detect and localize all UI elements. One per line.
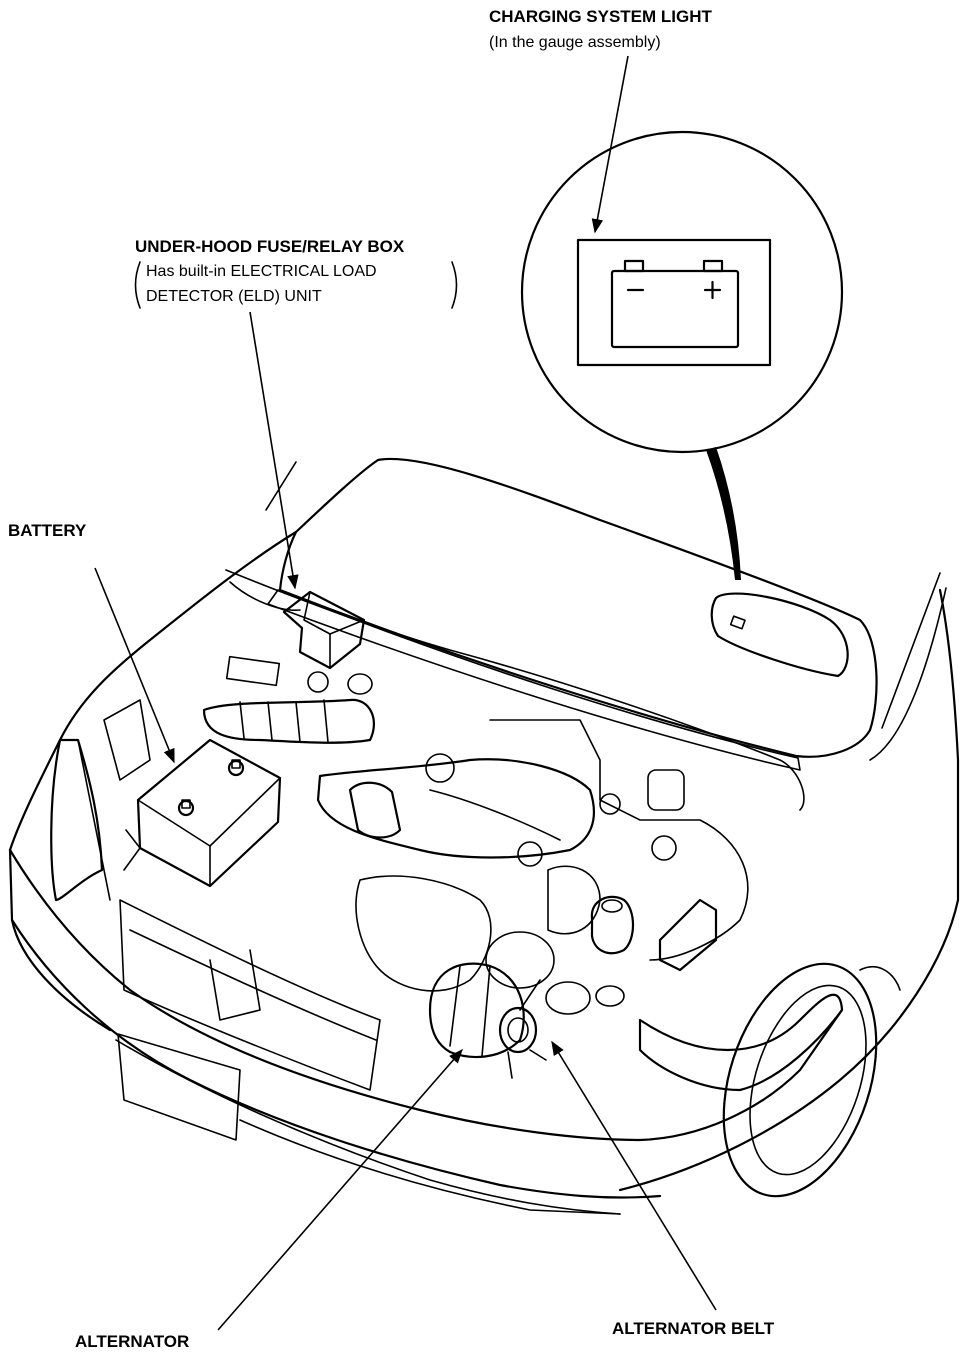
dash-light-recess: [710, 592, 849, 678]
battery-leader: [94, 567, 175, 764]
gauge-callout: [520, 130, 844, 580]
charging-light-leader: [591, 55, 629, 234]
alternator-label: ALTERNATOR: [75, 1332, 189, 1351]
charging-light-title: CHARGING SYSTEM LIGHT: [489, 7, 713, 26]
callout-circle: [520, 130, 844, 454]
fuse-box-note-line1: Has built-in ELECTRICAL LOAD: [146, 263, 377, 280]
fuse-box-title: UNDER-HOOD FUSE/RELAY BOX: [135, 237, 405, 256]
right-headlight: [638, 993, 844, 1092]
charging-light-note: (In the gauge assembly): [489, 34, 661, 51]
callout-stem: [706, 447, 741, 580]
alternator-leader: [217, 1048, 463, 1331]
hood: [278, 457, 878, 758]
note-left-paren: [134, 261, 141, 309]
coolant-reservoir: [590, 895, 635, 955]
alternator: [428, 962, 547, 1079]
right-wheel: [722, 962, 878, 1198]
note-right-paren: [451, 261, 458, 309]
left-headlight: [50, 738, 104, 902]
engine-components: [103, 569, 805, 1079]
fuse-box-note-line2: DETECTOR (ELD) UNIT: [146, 288, 322, 305]
alternator-belt-label: ALTERNATOR BELT: [612, 1319, 775, 1338]
dash-light-indicator: [729, 615, 746, 630]
radiator-grille: [119, 899, 381, 1091]
battery-label: BATTERY: [8, 521, 87, 540]
leader-lines: [94, 55, 717, 1331]
battery: [136, 738, 282, 888]
fuse-relay-box: [282, 590, 366, 670]
front-bumper: [8, 848, 844, 1142]
fuse-box-leader: [249, 311, 299, 590]
battery-warning-icon: [610, 259, 740, 349]
car-body: [8, 457, 960, 1215]
alternator-belt-leader: [551, 1040, 717, 1311]
warning-light-panel: [576, 238, 772, 367]
intake-manifold: [316, 758, 595, 859]
intake-hose: [202, 698, 375, 744]
right-fender: [618, 588, 960, 1192]
